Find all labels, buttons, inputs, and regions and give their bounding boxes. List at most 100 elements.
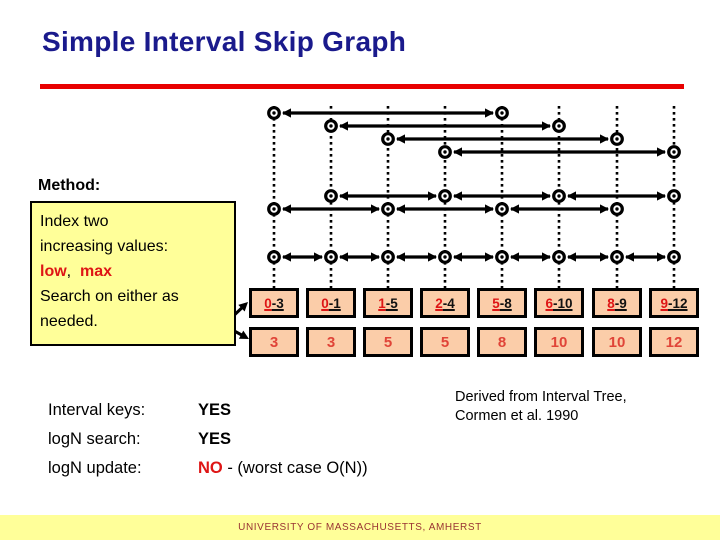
arrowhead-left — [282, 252, 291, 262]
graph-node-dot — [329, 255, 333, 259]
arrowhead-left — [396, 204, 405, 214]
interval-high: -9 — [614, 295, 627, 311]
graph-node-dot — [557, 255, 561, 259]
arrowhead-right — [428, 191, 437, 201]
graph-node-dot — [329, 194, 333, 198]
interval-low: 8 — [607, 295, 615, 311]
arrowhead-right — [600, 204, 609, 214]
interval-high: -8 — [499, 295, 512, 311]
graph-node — [267, 106, 281, 120]
graph-node-dot — [672, 150, 676, 154]
arrowhead-right — [542, 121, 551, 131]
graph-node — [267, 250, 281, 264]
interval-box: 8-9 — [592, 288, 642, 318]
callout-arrowhead — [238, 302, 248, 312]
graph-node — [610, 202, 624, 216]
graph-node — [495, 106, 509, 120]
graph-node-dot — [272, 207, 276, 211]
arrowhead-left — [396, 252, 405, 262]
graph-node-dot — [500, 111, 504, 115]
interval-high: -12 — [668, 295, 688, 311]
graph-node-dot — [615, 137, 619, 141]
arrowhead-left — [453, 252, 462, 262]
interval-box: 6-10 — [534, 288, 584, 318]
method-line: Index two — [40, 213, 109, 230]
graph-node — [667, 145, 681, 159]
graph-node-dot — [500, 207, 504, 211]
graph-node-dot — [672, 194, 676, 198]
arrowhead-left — [510, 252, 519, 262]
graph-node — [381, 202, 395, 216]
graph-node-dot — [557, 124, 561, 128]
graph-node — [438, 250, 452, 264]
interval-box: 0-3 — [249, 288, 299, 318]
arrowhead-right — [371, 252, 380, 262]
graph-node-dot — [615, 207, 619, 211]
arrowhead-left — [339, 252, 348, 262]
graph-node-dot — [386, 137, 390, 141]
arrowhead-right — [542, 191, 551, 201]
arrowhead-left — [339, 121, 348, 131]
interval-low: 1 — [378, 295, 386, 311]
graph-node-dot — [272, 255, 276, 259]
footer-bar: UNIVERSITY OF MASSACHUSETTS, AMHERST — [0, 515, 720, 540]
arrowhead-right — [485, 204, 494, 214]
graph-node-dot — [557, 194, 561, 198]
interval-high: -3 — [271, 295, 284, 311]
method-line: Search on either as — [40, 288, 179, 305]
interval-box: 1-5 — [363, 288, 413, 318]
arrowhead-right — [485, 108, 494, 118]
footer-text: UNIVERSITY OF MASSACHUSETTS, AMHERST — [238, 522, 482, 533]
interval-high: -1 — [328, 295, 341, 311]
graph-node-dot — [386, 255, 390, 259]
arrowhead-left — [282, 204, 291, 214]
arrowhead-left — [510, 204, 519, 214]
arrowhead-right — [657, 252, 666, 262]
graph-node — [267, 202, 281, 216]
graph-node — [324, 119, 338, 133]
graph-node-dot — [329, 124, 333, 128]
max-value-box: 5 — [363, 327, 413, 357]
method-note-box: Index two increasing values: low, max Se… — [30, 201, 236, 346]
method-line-lowmax: low, max — [40, 259, 234, 284]
graph-node — [495, 202, 509, 216]
graph-node — [552, 119, 566, 133]
interval-low: 2 — [435, 295, 443, 311]
interval-low: 0 — [321, 295, 329, 311]
graph-node — [324, 250, 338, 264]
arrowhead-left — [453, 147, 462, 157]
graph-node-dot — [615, 255, 619, 259]
interval-box: 2-4 — [420, 288, 470, 318]
interval-box: 9-12 — [649, 288, 699, 318]
stats-block: Interval keys:YES logN search:YES logN u… — [48, 396, 368, 483]
interval-high: -10 — [553, 295, 573, 311]
graph-node — [667, 189, 681, 203]
interval-low: 6 — [545, 295, 553, 311]
graph-node — [381, 250, 395, 264]
title-rule — [40, 84, 684, 89]
graph-node — [324, 189, 338, 203]
arrowhead-right — [371, 204, 380, 214]
low-keyword: low — [40, 263, 67, 280]
max-value-box: 5 — [420, 327, 470, 357]
graph-node — [552, 189, 566, 203]
graph-node — [552, 250, 566, 264]
credit-line: Cormen et al. 1990 — [455, 407, 579, 424]
arrowhead-left — [339, 191, 348, 201]
graph-node — [667, 250, 681, 264]
arrowhead-right — [657, 191, 666, 201]
arrowhead-left — [282, 108, 291, 118]
graph-node-dot — [443, 150, 447, 154]
arrowhead-right — [428, 252, 437, 262]
graph-node-dot — [386, 207, 390, 211]
max-value-box: 3 — [306, 327, 356, 357]
graph-node — [495, 250, 509, 264]
graph-node — [381, 132, 395, 146]
credit-note: Derived from Interval Tree, Cormen et al… — [455, 388, 627, 425]
page-title: Simple Interval Skip Graph — [42, 26, 407, 57]
arrowhead-left — [453, 191, 462, 201]
interval-low: 5 — [492, 295, 500, 311]
interval-low: 9 — [660, 295, 668, 311]
graph-node-dot — [672, 255, 676, 259]
graph-node-dot — [443, 255, 447, 259]
